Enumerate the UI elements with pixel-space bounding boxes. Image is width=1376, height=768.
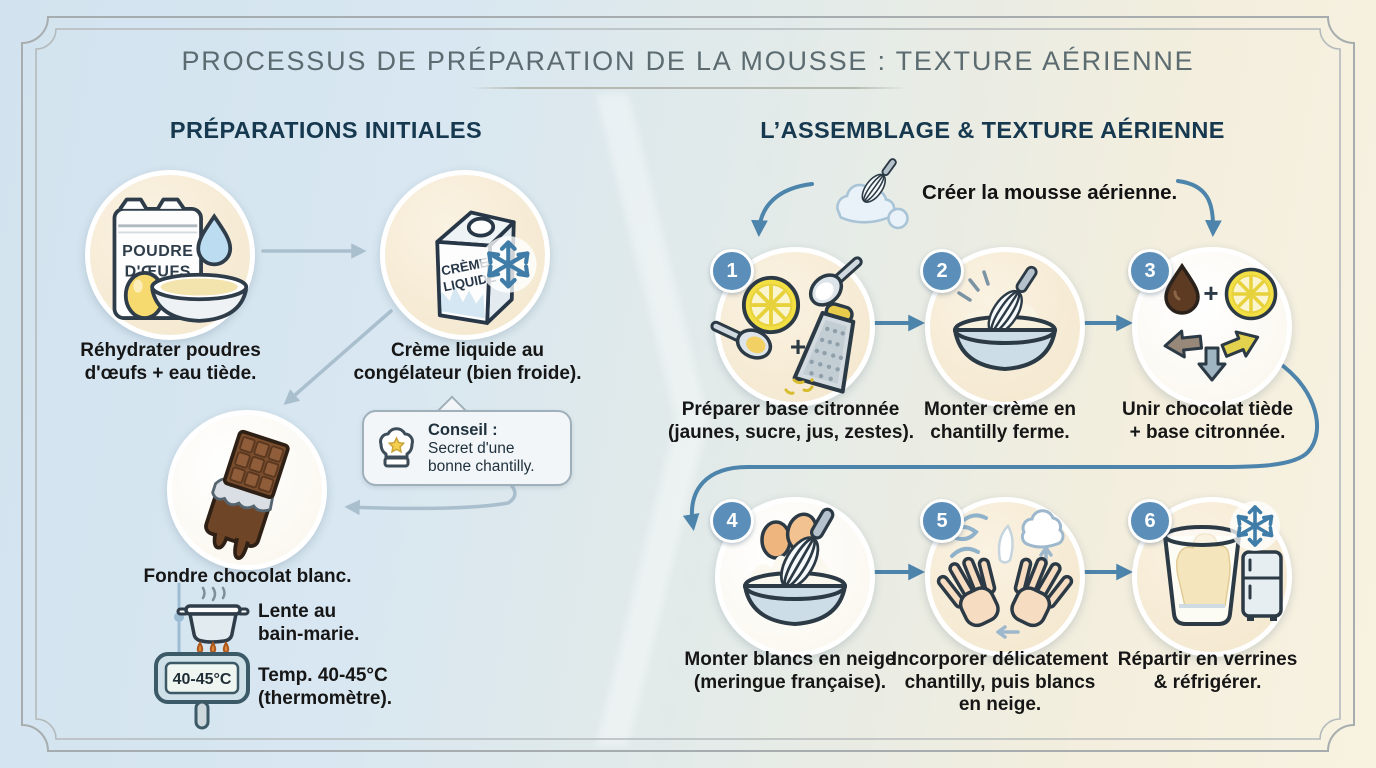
substep-line: bain-marie. <box>258 624 360 645</box>
bowl-body <box>953 328 1057 371</box>
fridge-icon <box>1241 550 1283 621</box>
caption-line: Incorporer délicatement <box>891 649 1109 670</box>
step3-badge: 3 <box>1128 249 1172 293</box>
step2-badge: 2 <box>920 249 964 293</box>
cream-caption: Crème liquide au congélateur (bien froid… <box>330 340 605 385</box>
powder-caption: Réhydrater poudres d'œufs + eau tiède. <box>48 340 293 385</box>
caption-line: Monter blancs en neige <box>684 649 896 670</box>
lemon-slice-icon <box>1224 267 1278 321</box>
left-section-heading: PRÉPARATIONS INITIALES <box>169 117 483 143</box>
step1-badge: 1 <box>710 249 754 293</box>
small-left-arrow <box>996 625 1020 639</box>
chocolate-bar-icon <box>204 429 290 560</box>
right-section-heading: L’ASSEMBLAGE & TEXTURE AÉRIENNE <box>760 117 1225 143</box>
step-number: 5 <box>936 509 948 532</box>
tip-title: Conseil : <box>428 421 498 439</box>
merge-arrow-right <box>1220 330 1260 358</box>
plus-sign: + <box>1203 278 1218 308</box>
water-drop-icon <box>196 213 233 267</box>
intro-label: Créer la mousse aérienne. <box>922 181 1178 204</box>
step-number: 4 <box>726 509 738 532</box>
caption-line: + base citronnée. <box>1129 421 1286 443</box>
whisk-cloud-icon <box>836 154 909 230</box>
chocolate-circle <box>167 410 327 570</box>
substep-line: Lente au <box>258 601 337 622</box>
egg-powder-circle: POUDRE D'ŒUFS <box>85 170 255 340</box>
pouch-label-line1: POUDRE <box>122 243 193 260</box>
tip-box: Conseil : Secret d'une bonne chantilly. <box>362 410 572 486</box>
tip-line: Secret d'une <box>428 439 515 457</box>
step4-badge: 4 <box>710 499 754 543</box>
step5-caption: Incorporer délicatement chantilly, puis … <box>880 649 1120 717</box>
page-title: PROCESSUS DE PRÉPARATION DE LA MOUSSE : … <box>181 46 1195 76</box>
thermometer-probe <box>194 700 210 730</box>
hook-arrow-left <box>751 182 814 238</box>
caption-line: d'œufs + eau tiède. <box>84 362 257 384</box>
sugar-spoon-icon <box>802 247 871 313</box>
cream-dollop <box>997 523 1014 564</box>
title-underline <box>470 87 906 89</box>
merge-arrow-down <box>1197 346 1227 382</box>
step2-caption: Monter crème en chantilly ferme. <box>885 399 1115 444</box>
step-number: 1 <box>726 259 738 282</box>
step4-caption: Monter blancs en neige (meringue françai… <box>665 649 915 694</box>
caption-line: (meringue française). <box>693 671 887 693</box>
caption-line: chantilly ferme. <box>930 421 1070 443</box>
caption-line: Monter crème en <box>923 399 1077 420</box>
cloud-shape <box>1020 509 1065 549</box>
egg-shape <box>760 520 792 560</box>
caption-line: Préparer base citronnée <box>681 399 900 420</box>
step1-caption: Préparer base citronnée (jaunes, sucre, … <box>668 399 915 444</box>
chef-hat-icon <box>379 427 414 468</box>
bowl-body <box>743 584 847 626</box>
tip-line: bonne chantilly. <box>428 458 535 475</box>
carton-cap <box>466 216 496 238</box>
caption-line: en neige. <box>958 694 1042 715</box>
step6-caption: Répartir en verrines & réfrigérer. <box>1095 649 1320 694</box>
step3-caption: Unir chocolat tiède + base citronnée. <box>1095 399 1320 444</box>
thermometer-reading: 40-45°C <box>173 671 232 688</box>
step5-badge: 5 <box>920 499 964 543</box>
caption-line: congélateur (bien froide). <box>353 362 582 384</box>
step-number: 2 <box>936 259 948 282</box>
caption-line: & réfrigérer. <box>1153 671 1262 693</box>
lemon-slice-icon <box>741 275 801 335</box>
thermometer-text: Temp. 40-45°C (thermomètre). <box>258 664 392 710</box>
substep-line: Temp. 40-45°C <box>258 665 388 686</box>
step6-badge: 6 <box>1128 499 1172 543</box>
merge-arrow-left <box>1163 329 1204 359</box>
hook-arrow-right <box>1176 179 1222 238</box>
bain-marie-pot-icon <box>176 586 250 655</box>
cream-carton-circle: CRÈME LIQUIDE <box>380 170 550 340</box>
substep-line: (thermomètre). <box>258 688 393 709</box>
tip-text: Conseil : Secret d'une bonne chantilly. <box>428 421 568 477</box>
step-number: 6 <box>1144 509 1156 532</box>
caption-line: Répartir en verrines <box>1117 649 1298 670</box>
caption-line: Unir chocolat tiède <box>1121 399 1294 420</box>
steam-lines <box>201 586 226 602</box>
bain-marie-text: Lente au bain-marie. <box>258 600 359 646</box>
caption-line: (jaunes, sucre, jus, zestes). <box>668 421 915 443</box>
thermometer-icon: 40-45°C <box>154 652 250 730</box>
cream-carton-icon: CRÈME LIQUIDE <box>435 210 537 325</box>
step-number: 3 <box>1144 259 1156 282</box>
egg-powder-icon: POUDRE D'ŒUFS <box>112 197 249 323</box>
caption-line: Réhydrater poudres <box>80 340 261 361</box>
caption-line: chantilly, puis blancs <box>904 671 1096 693</box>
caption-line: Crème liquide au <box>390 340 545 361</box>
